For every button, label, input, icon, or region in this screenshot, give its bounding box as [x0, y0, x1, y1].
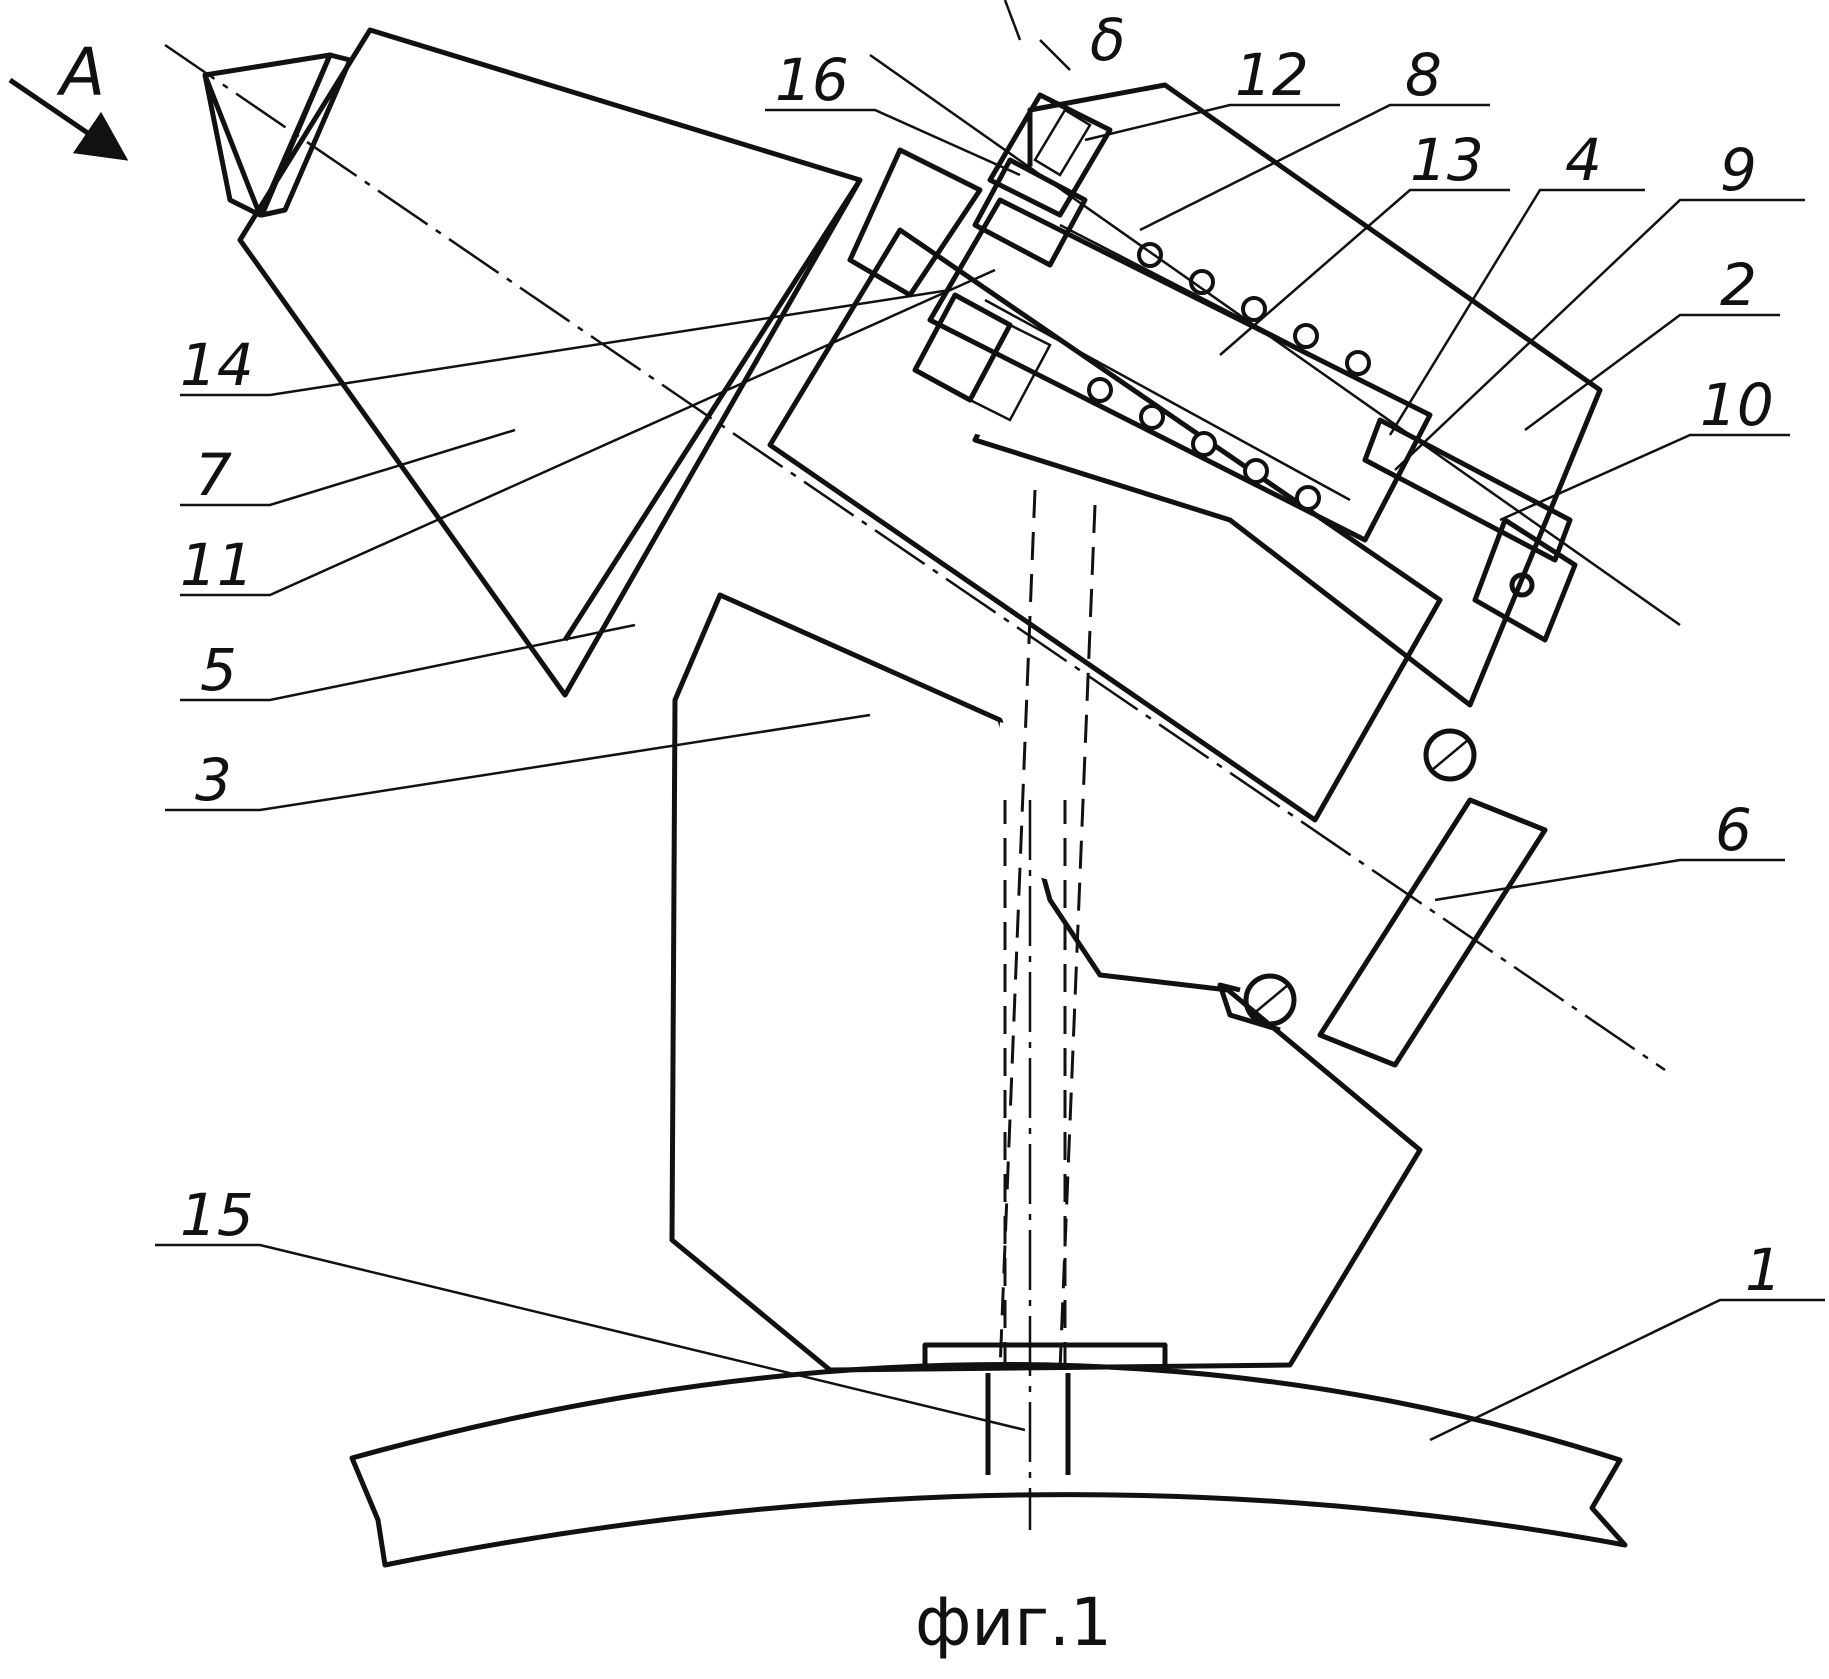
spring-coil [1245, 460, 1267, 482]
spring-coil [1089, 379, 1111, 401]
figure-caption: фиг.1 [915, 1584, 1112, 1661]
callout-2: 2 [1720, 251, 1757, 319]
spring-coil [1141, 406, 1163, 428]
callout-10: 10 [1700, 371, 1774, 439]
spring-coil [1347, 352, 1369, 374]
callout-15: 15 [180, 1181, 254, 1249]
callout-9: 9 [1720, 136, 1757, 204]
spring-coil [1295, 325, 1317, 347]
callout-7: 7 [195, 441, 232, 509]
callout-6: 6 [1715, 796, 1752, 864]
spring-coil [1193, 433, 1215, 455]
callout-11: 11 [180, 531, 254, 599]
callout-1: 1 [1745, 1236, 1782, 1304]
conical-tool-7 [205, 30, 860, 695]
view-marker-a: A [56, 34, 105, 111]
callout-14: 14 [180, 331, 254, 399]
callout-5: 5 [200, 636, 237, 704]
gap-marker-delta: δ [1090, 6, 1126, 74]
labels: A δ 7 14 11 5 3 16 12 8 13 4 9 2 10 6 15… [56, 6, 1782, 1661]
callout-3: 3 [195, 746, 232, 814]
spring-coil [1243, 298, 1265, 320]
callout-13: 13 [1410, 126, 1484, 194]
spring-coil [1297, 487, 1319, 509]
axis-lines [165, 0, 1680, 1530]
holder-body-3 [672, 595, 1420, 1370]
callout-16: 16 [775, 46, 849, 114]
callout-12: 12 [1235, 41, 1309, 109]
callout-4: 4 [1565, 126, 1602, 194]
base-part-1 [352, 1345, 1625, 1565]
callout-8: 8 [1405, 41, 1442, 109]
